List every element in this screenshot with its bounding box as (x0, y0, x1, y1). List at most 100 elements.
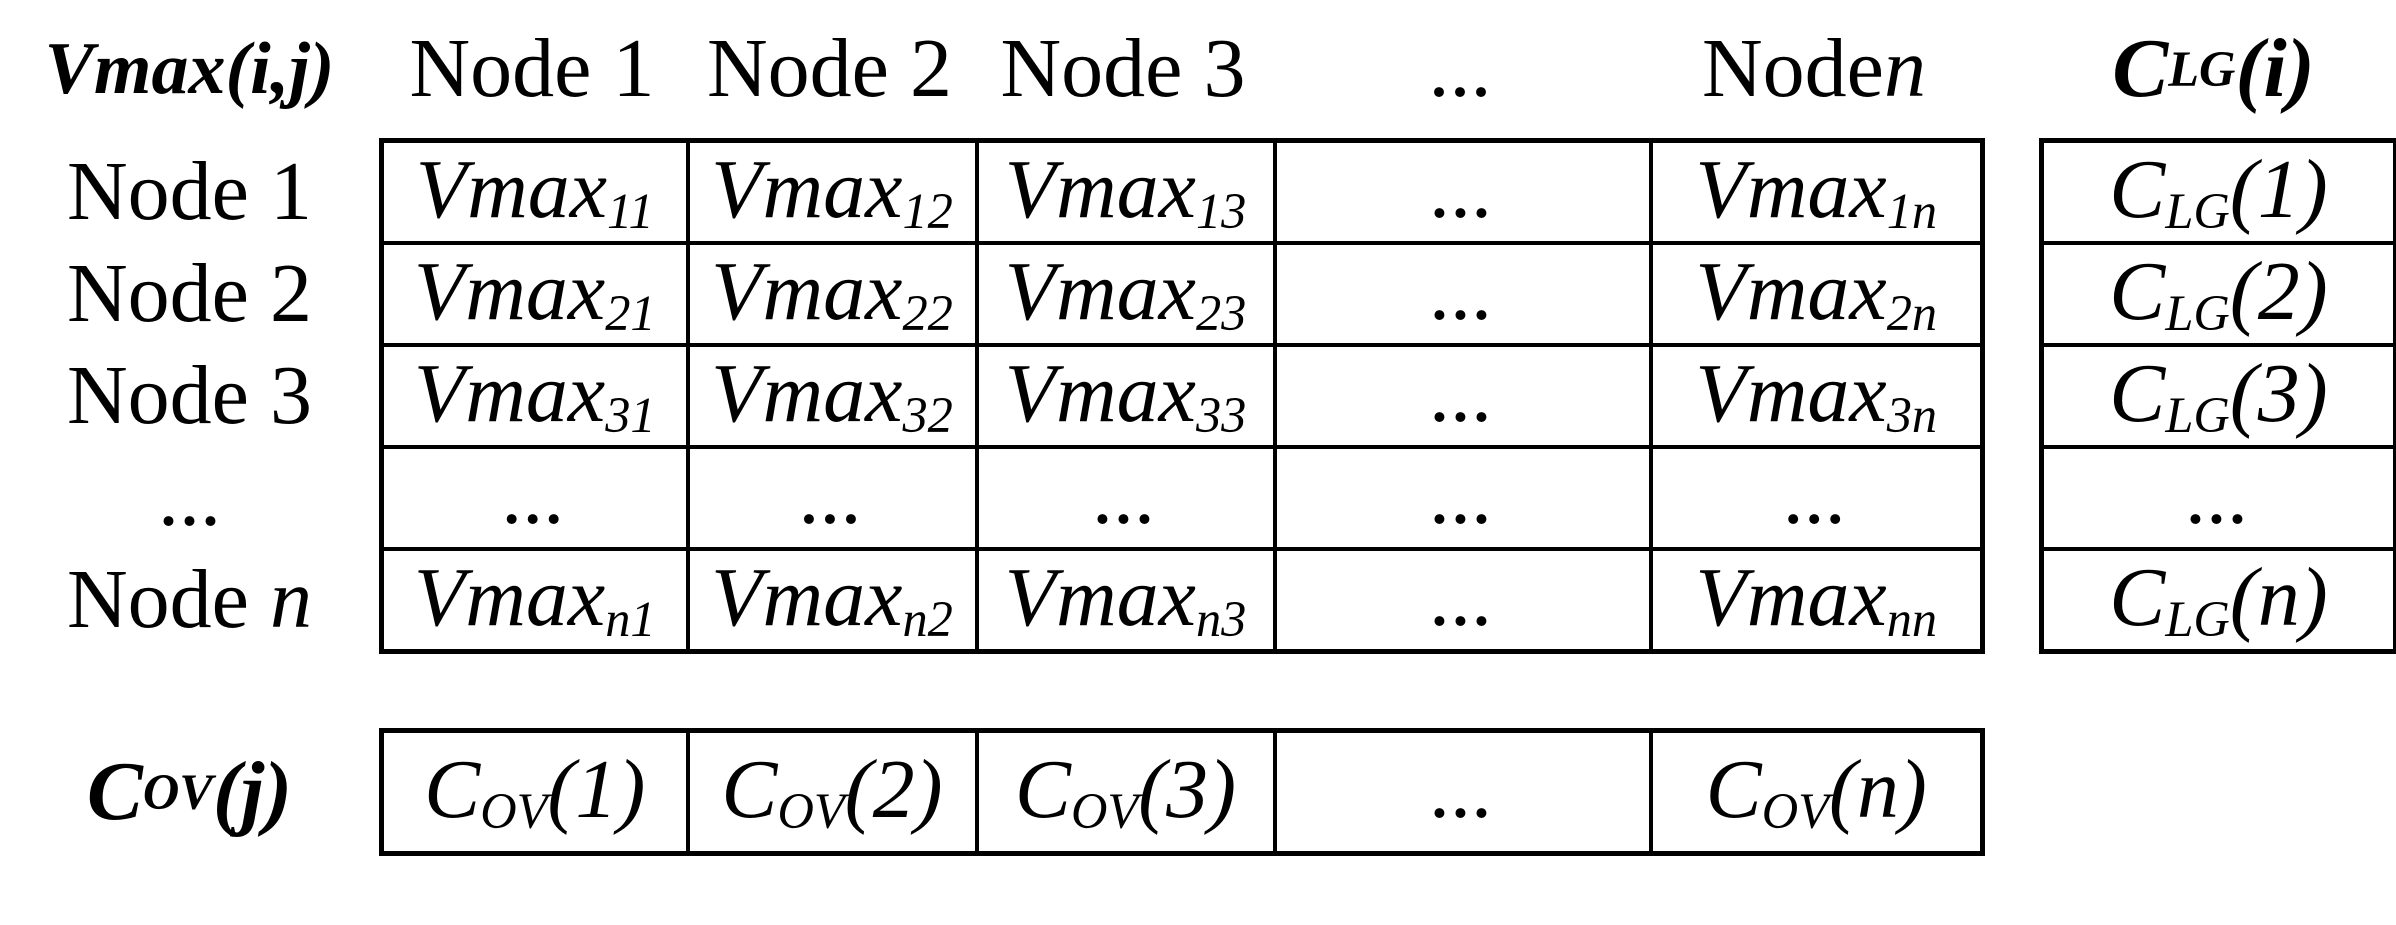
matrix-cell-2-2: Vmax22 (685, 241, 979, 347)
cell-base: Vmax (1695, 142, 1887, 236)
header-text: Node 3 (1000, 22, 1246, 115)
cell-base: C (86, 745, 143, 838)
cell-sub: 33 (1195, 386, 1247, 443)
body-band: Node 1 Node 2 Node 3 ... Node n Vmax11 V… (0, 138, 2396, 654)
cov-row-table: COV(1) COV(2) COV(3) ... COV(n) (379, 728, 1985, 856)
cell-base: Vmax (711, 142, 903, 236)
cell-base: ... (1431, 142, 1494, 236)
cov-cell-3: COV(3) (974, 728, 1277, 856)
col-header-node-n: Node n (1648, 27, 1980, 111)
cell-base: Vmax (413, 244, 606, 338)
cell-sub: 3n (1886, 386, 1938, 443)
cell-base: Vmax (1004, 346, 1196, 440)
row-label-node-3: Node 3 (3, 345, 377, 447)
cell-sub: OV (777, 782, 845, 839)
clg-column-table: CLG(1) CLG(2) CLG(3) ... CLG(n) (2039, 138, 2396, 654)
cell-base: ... (1431, 346, 1494, 440)
cell-base: C (2109, 550, 2166, 644)
matrix-row-5: Vmaxn1 Vmaxn2 Vmaxn3 ... Vmaxnn (379, 547, 1985, 654)
col-header-ellipsis: ... (1272, 27, 1648, 111)
cell-base: C (721, 742, 778, 836)
matrix-cell-5-1: Vmaxn1 (379, 547, 690, 654)
header-text: Node 2 (707, 22, 952, 115)
cell-sub: 21 (605, 284, 656, 341)
row-labels-column: Node 1 Node 2 Node 3 ... Node n (0, 138, 379, 654)
clg-cell-ellipsis: ... (2039, 445, 2396, 551)
label-var: n (269, 553, 312, 646)
matrix-row-4: ... ... ... ... ... (379, 445, 1985, 551)
row-label-node-1: Node 1 (3, 141, 377, 244)
cell-base: C (1705, 742, 1762, 836)
matrix-cell-4-4: ... (1272, 445, 1653, 551)
label-text: ... (158, 451, 221, 544)
cell-sub: LG (2165, 386, 2230, 443)
cell-sub: n1 (605, 590, 656, 647)
label-text: Node (67, 553, 270, 646)
cell-base: Vmax (1004, 244, 1196, 338)
cell-paren: (3) (2229, 346, 2328, 440)
cell-base: C (2109, 142, 2166, 236)
cov-cell-n: COV(n) (1648, 728, 1985, 856)
row-label-ellipsis: ... (3, 447, 377, 549)
cell-sub: LG (2165, 182, 2230, 239)
cell-paren: (1) (2229, 142, 2328, 236)
cell-paren: (3) (1138, 742, 1237, 836)
header-var: n (1883, 22, 1926, 115)
matrix-cell-3-1: Vmax31 (379, 343, 690, 449)
cell-sub: 2n (1886, 284, 1938, 341)
cell-base: C (424, 742, 481, 836)
cell-base: ... (1431, 244, 1494, 338)
cell-sub: LG (2165, 284, 2230, 341)
cell-base: ... (1431, 742, 1494, 836)
cell-paren: (2) (2229, 244, 2328, 338)
matrix-cell-1-2: Vmax12 (685, 138, 979, 245)
col-header-node-3: Node 3 (974, 27, 1272, 111)
label-text: Node 3 (67, 349, 312, 442)
cell-base: Vmax (415, 142, 608, 236)
cell-base: ... (1094, 448, 1157, 542)
matrix-cell-4-5: ... (1648, 445, 1985, 551)
cov-row: COV(1) COV(2) COV(3) ... COV(n) (379, 728, 1985, 856)
cell-base: Vmax (711, 550, 903, 644)
cell-base: ... (2187, 448, 2250, 542)
vmax-matrix-table: Vmax11 Vmax12 Vmax13 ... Vmax1n Vmax21 V… (379, 138, 1985, 654)
header-row: Vmax(i,j) Node 1 Node 2 Node 3 ... Node … (0, 0, 2393, 138)
corner-title: Vmax(i,j) (44, 28, 335, 110)
cell-base: Vmax (1695, 346, 1887, 440)
cell-paren: (n) (1828, 742, 1927, 836)
matrix-cell-4-1: ... (379, 445, 690, 551)
cell-sub: 1n (1886, 182, 1938, 239)
cov-cell-2: COV(2) (685, 728, 979, 856)
cell-sub: nn (1886, 590, 1938, 647)
matrix-row-3: Vmax31 Vmax32 Vmax33 ... Vmax3n (379, 343, 1985, 449)
cell-base: ... (1431, 550, 1494, 644)
cell-base: Vmax (1695, 550, 1887, 644)
cell-base: C (1014, 742, 1071, 836)
matrix-cell-5-3: Vmaxn3 (974, 547, 1277, 654)
matrix-cell-1-4: ... (1272, 138, 1653, 245)
cell-base: Vmax (711, 346, 903, 440)
cell-sub: 12 (902, 182, 953, 239)
matrix-cell-2-1: Vmax21 (379, 241, 690, 347)
cell-sub: OV (142, 763, 213, 820)
matrix-cell-4-3: ... (974, 445, 1277, 551)
label-text: Node 1 (67, 145, 312, 238)
cell-base: ... (503, 448, 567, 542)
matrix-row-2: Vmax21 Vmax22 Vmax23 ... Vmax2n (379, 241, 1985, 347)
matrix-cell-1-5: Vmax1n (1648, 138, 1985, 245)
matrix-cell-1-3: Vmax13 (974, 138, 1277, 245)
matrix-cell-3-5: Vmax3n (1648, 343, 1985, 449)
cell-sub: LG (2165, 590, 2230, 647)
matrix-cell-5-4: ... (1272, 547, 1653, 654)
cell-sub: OV (1761, 782, 1829, 839)
matrix-cell-3-3: Vmax33 (974, 343, 1277, 449)
cell-base: ... (1431, 448, 1494, 542)
cell-base: Vmax (1695, 244, 1887, 338)
cell-sub: 32 (902, 386, 953, 443)
cell-sub: 13 (1195, 182, 1247, 239)
clg-cell-n: CLG(n) (2039, 547, 2396, 654)
col-header-node-1: Node 1 (379, 27, 685, 111)
cell-base: Vmax (1004, 142, 1196, 236)
matrix-row-1: Vmax11 Vmax12 Vmax13 ... Vmax1n (379, 138, 1985, 245)
